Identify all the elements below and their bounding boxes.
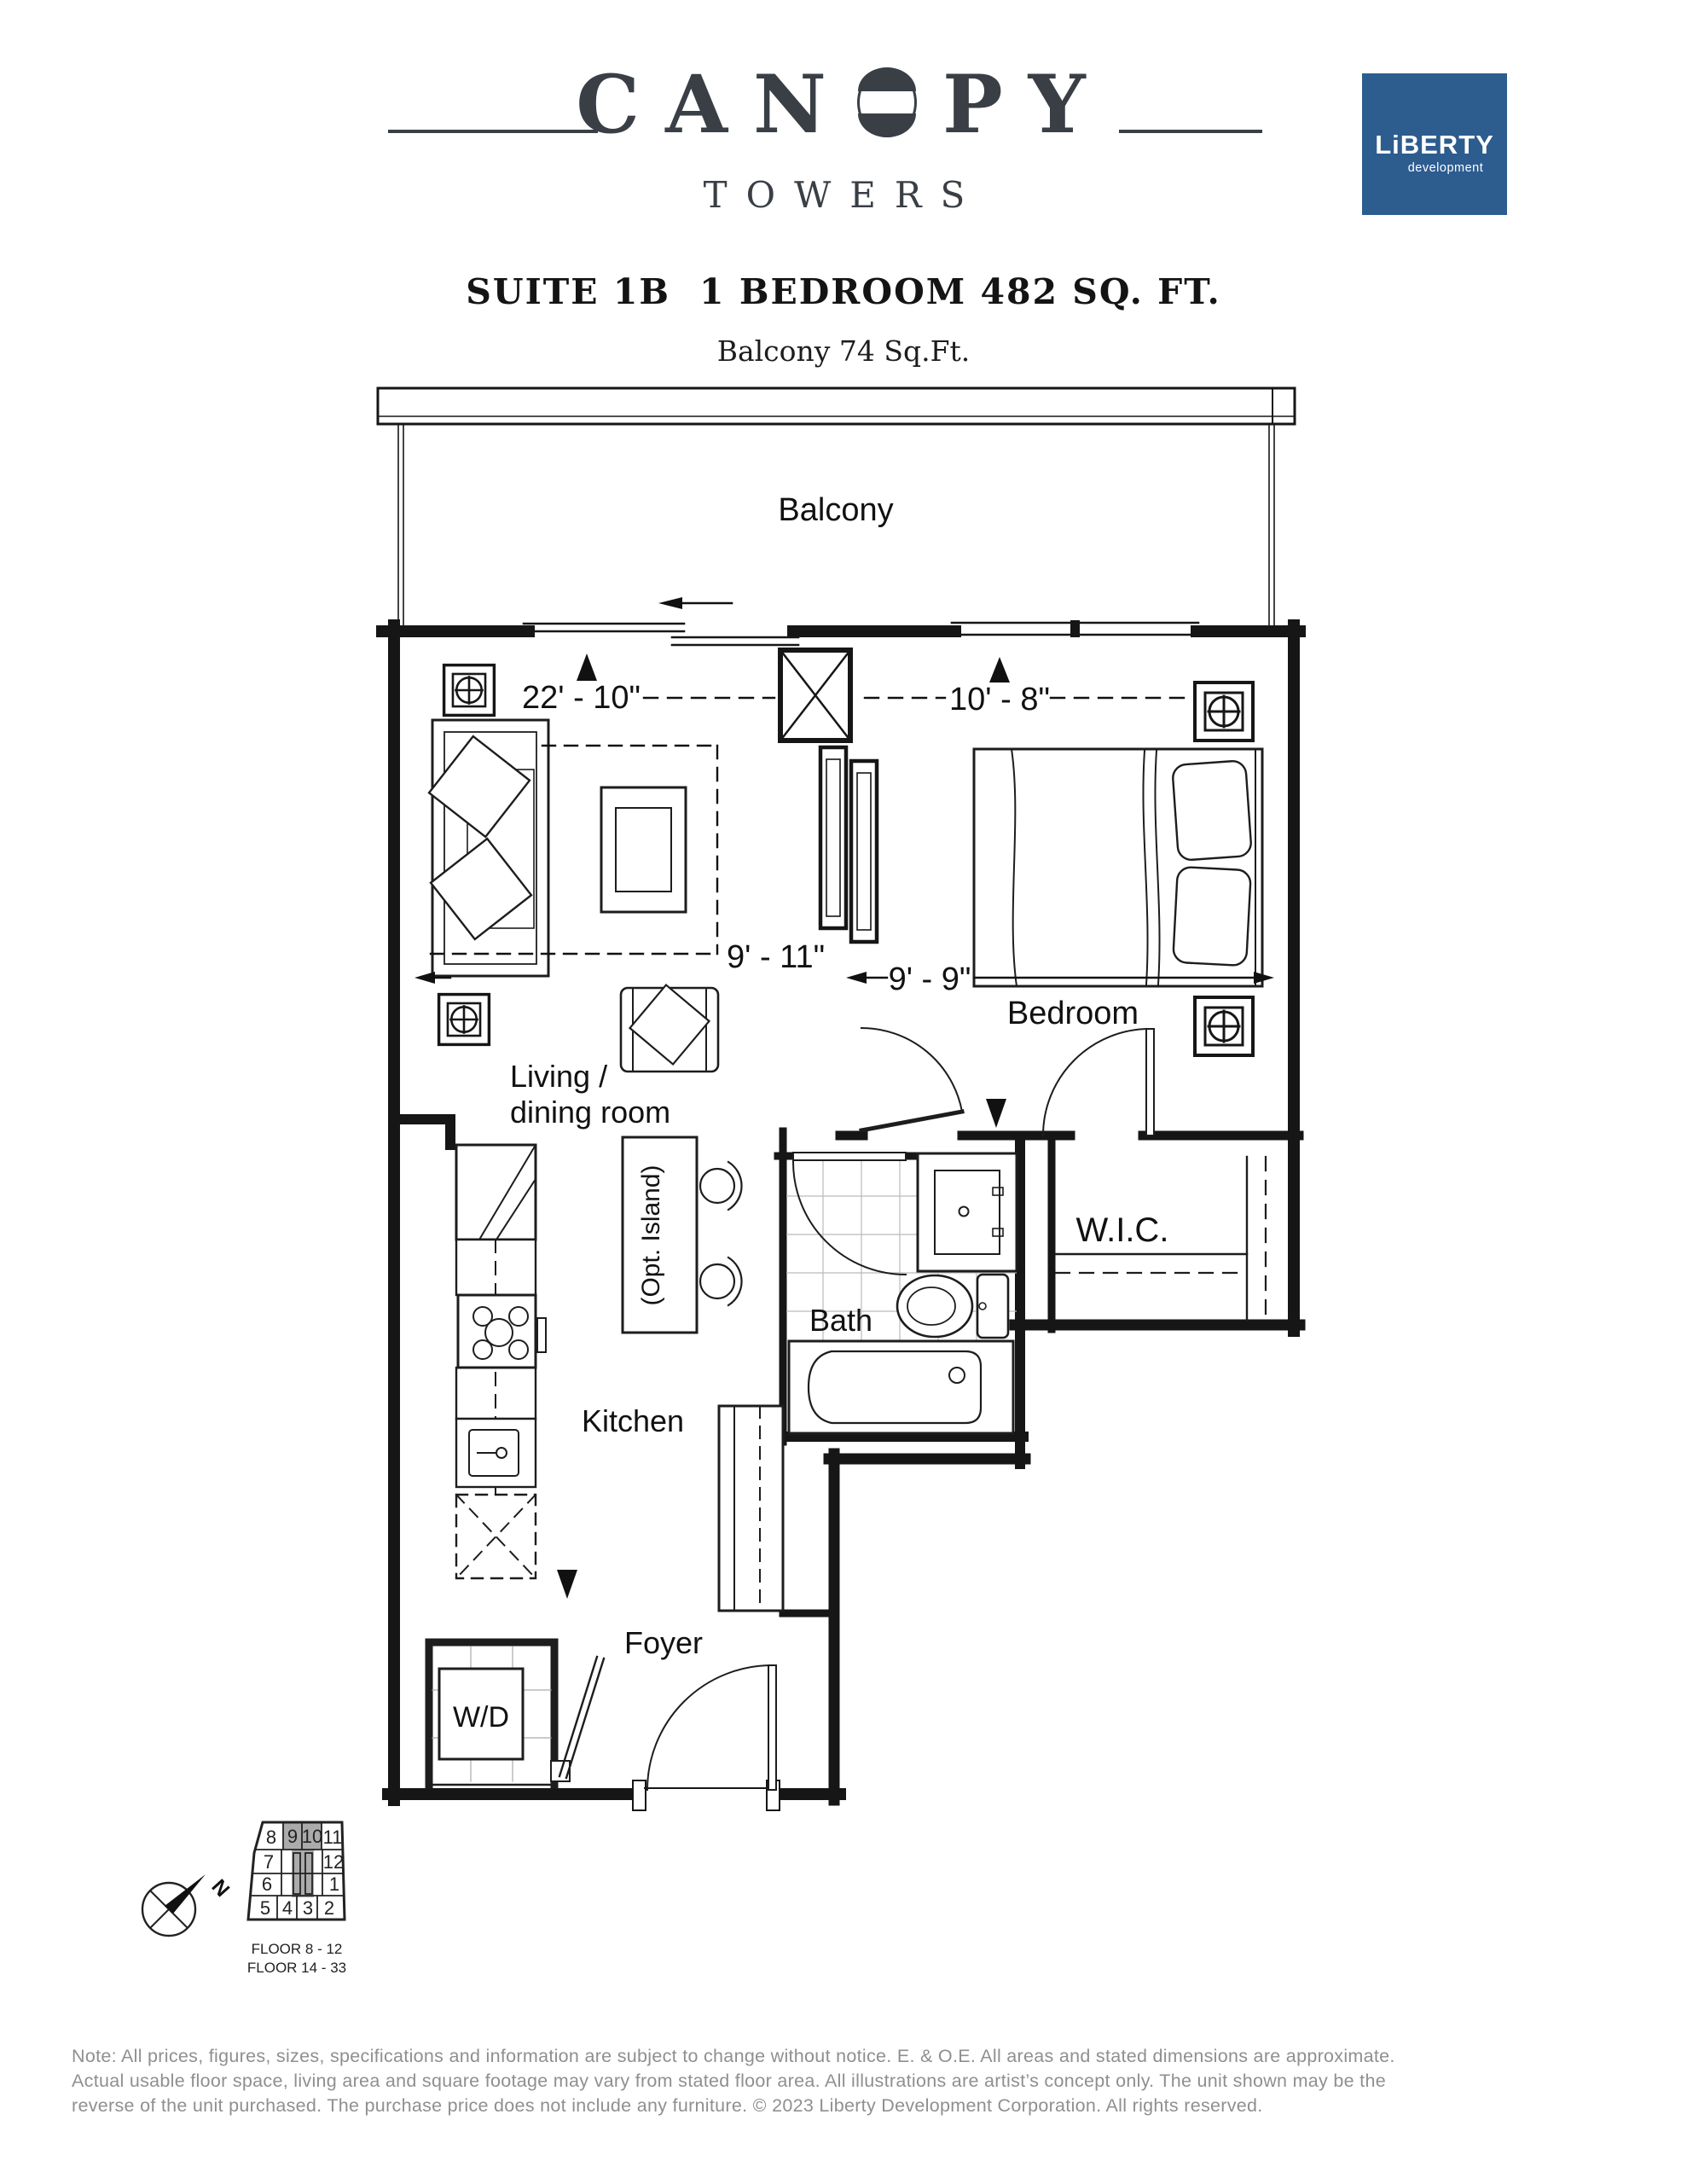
keyplan-unit: 6 [262, 1873, 272, 1895]
suite-label: SUITE 1B [466, 271, 671, 312]
laundry-closet [425, 1638, 606, 1789]
developer-tagline: development [1407, 161, 1484, 175]
armchair [619, 983, 720, 1073]
keyplan-unit: 3 [303, 1897, 313, 1919]
pantry-cabinet [455, 1493, 537, 1580]
walls [376, 619, 1306, 1811]
legal-note-line1: Note: All prices, figures, sizes, specif… [72, 2046, 1395, 2066]
kitchen-counters [455, 1143, 547, 1580]
foyer-closet [717, 1404, 785, 1612]
keyplan-unit: 8 [266, 1827, 276, 1848]
dimension-lines [415, 696, 1274, 984]
dim-bedroom-depth: 9' - 9" [889, 961, 971, 997]
legal-note: Note: All prices, figures, sizes, specif… [72, 2044, 1624, 2118]
room-label-kitchen: Kitchen [582, 1403, 684, 1438]
keyplan-unit: 7 [264, 1851, 274, 1873]
room-label-wic: W.I.C. [1076, 1211, 1169, 1249]
coffee-table [600, 786, 687, 914]
keyplan-unit: 9 [287, 1826, 298, 1847]
keyplan-unit: 1 [329, 1873, 339, 1895]
dim-living-depth: 9' - 11" [727, 939, 825, 975]
dim-living-width: 22' - 10" [522, 680, 641, 716]
vanity-sink [916, 1152, 1018, 1273]
room-label-living-2: dining room [510, 1095, 670, 1130]
keyplan-unit: 10 [302, 1826, 322, 1847]
brand-rule-left [388, 130, 598, 133]
keyplan-floors-2: FLOOR 14 - 33 [247, 1960, 346, 1976]
wic-closet [1041, 1027, 1267, 1322]
optional-island [621, 1136, 743, 1334]
label-opt-island: (Opt. Island) [637, 1165, 665, 1305]
dim-bedroom-width: 10' - 8" [949, 682, 1050, 717]
shaft [778, 648, 853, 743]
room-label-bath: Bath [809, 1303, 872, 1338]
keyplan-unit: 4 [282, 1897, 293, 1919]
keyplan-unit: 2 [324, 1897, 334, 1919]
balcony [376, 386, 1296, 634]
compass-icon: N [141, 1874, 235, 1937]
room-label-foyer: Foyer [624, 1625, 703, 1660]
brand-rule-right [1119, 130, 1262, 133]
suite-title: SUITE 1B 1 BEDROOM 482 SQ. FT. [0, 271, 1687, 312]
legal-note-line2: Actual usable floor space, living area a… [72, 2071, 1386, 2091]
kitchen-sink [455, 1417, 537, 1489]
brand-o-glyph [856, 67, 917, 137]
north-label: N [207, 1875, 235, 1902]
stove [456, 1293, 547, 1369]
keyplan-unit: 11 [323, 1827, 343, 1848]
keyplan-unit: 5 [260, 1897, 270, 1919]
brand-text-left: CAN [576, 58, 852, 152]
brand-text-right: PY [942, 58, 1111, 152]
keyplan-building: 8 9 10 11 7 12 6 1 5 4 3 2 [246, 1821, 346, 1921]
sofa [427, 718, 550, 978]
room-label-balcony: Balcony [778, 492, 893, 528]
bathtub [787, 1339, 1015, 1435]
suite-info: 1 BEDROOM 482 SQ. FT. [699, 271, 1221, 312]
bath-door [791, 1152, 907, 1276]
keyplan-unit: 12 [323, 1851, 344, 1873]
bedroom-sliding-wall [818, 745, 879, 944]
room-label-living-1: Living / [510, 1059, 607, 1094]
keyplan: N 8 9 1 [141, 1821, 346, 1976]
toilet [896, 1273, 1010, 1339]
bedroom-door [859, 1026, 965, 1133]
room-label-bedroom: Bedroom [1007, 996, 1139, 1031]
balcony-area-subtitle: Balcony 74 Sq.Ft. [716, 334, 971, 368]
developer-logo: LiBERTY development [1362, 73, 1507, 215]
bed [972, 747, 1264, 988]
bathroom [786, 1152, 1018, 1435]
floorplan-drawing: Balcony [376, 386, 1306, 1811]
developer-name: LiBERTY [1375, 130, 1494, 160]
markers [557, 597, 1010, 1599]
entry-door [646, 1664, 777, 1792]
keyplan-floors-1: FLOOR 8 - 12 [252, 1941, 343, 1957]
label-wd: W/D [453, 1701, 509, 1734]
brand-subtitle: TOWERS [703, 174, 984, 216]
legal-note-line3: reverse of the unit purchased. The purch… [72, 2095, 1263, 2116]
